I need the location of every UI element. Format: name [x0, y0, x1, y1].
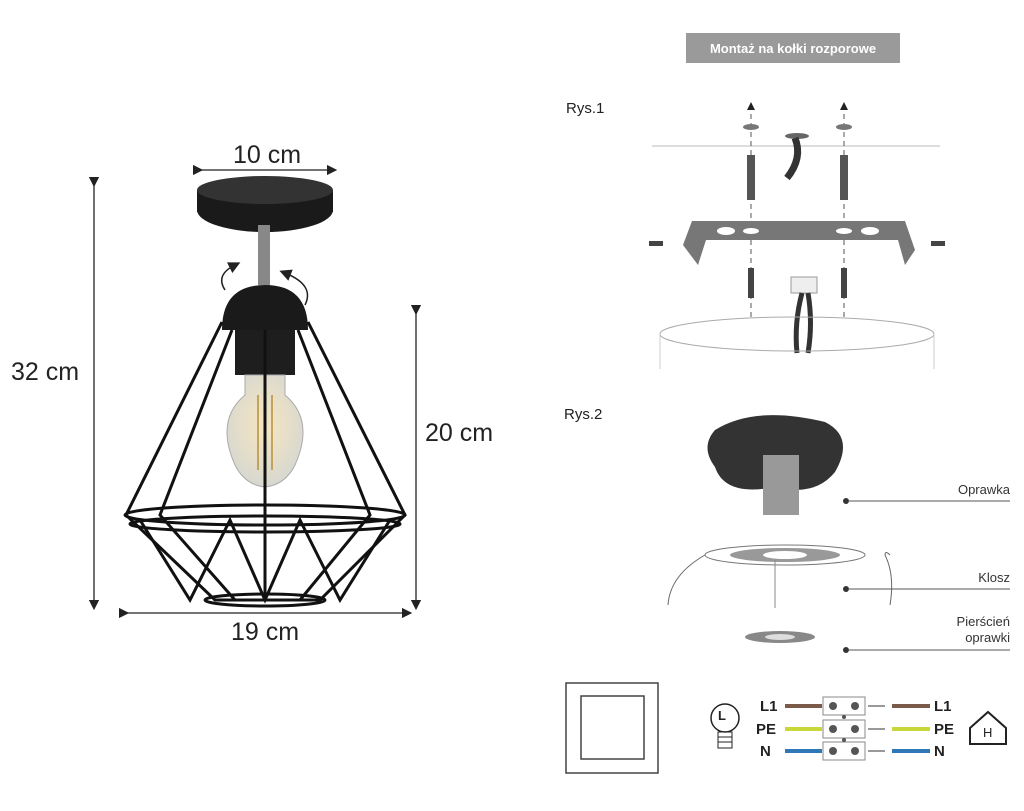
terminal-block	[822, 696, 866, 761]
wire-label-right-pe: PE	[934, 721, 955, 738]
house-icon	[969, 710, 1007, 745]
part-label-oprawka: Oprawka	[957, 482, 1010, 497]
dimension-lines	[88, 164, 422, 619]
wire-label-right-l1: L1	[934, 698, 952, 715]
wire-label-left-l1: L1	[760, 698, 778, 715]
figure-1-label: Rys.1	[566, 100, 605, 117]
part-label-pierscien: Pierścień oprawki	[956, 614, 1010, 645]
instructions-title: Montaż na kołki rozporowe	[686, 33, 900, 63]
lamp-icon-letter: L	[718, 708, 726, 723]
dimension-width-top: 10 cm	[233, 141, 302, 169]
dimension-width-bottom: 19 cm	[231, 618, 300, 646]
wire-label-left-pe: PE	[756, 721, 777, 738]
wire-label-right-n: N	[934, 743, 945, 760]
canopy	[197, 176, 333, 285]
figure-2-label: Rys.2	[564, 406, 603, 423]
dimension-height-total: 32 cm	[11, 358, 80, 386]
dimension-height-shade: 20 cm	[425, 419, 494, 447]
wire-cage	[123, 321, 407, 608]
wire-label-left-n: N	[760, 743, 771, 760]
part-label-klosz: Klosz	[978, 570, 1010, 585]
house-icon-letter: H	[983, 725, 993, 740]
